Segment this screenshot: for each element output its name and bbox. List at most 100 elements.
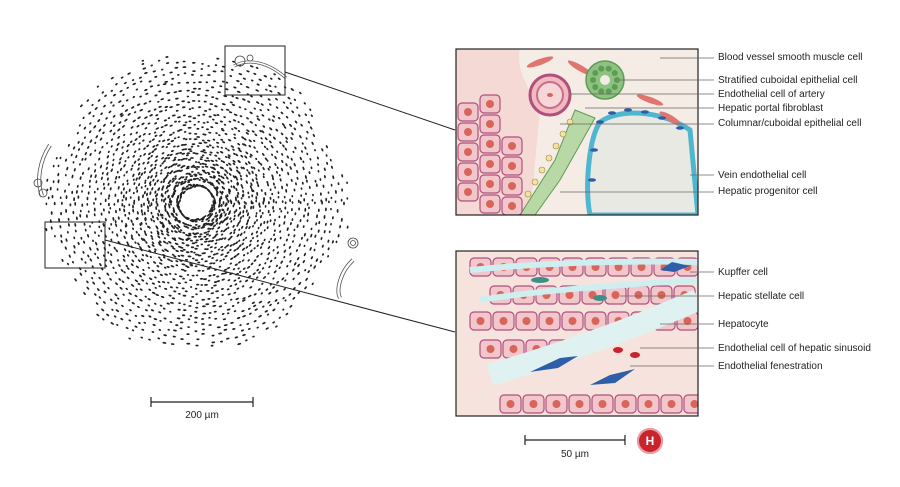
lobule-dot	[296, 169, 299, 174]
lobule-dot	[310, 114, 313, 117]
lobule-dot	[280, 167, 284, 172]
lobule-dot	[298, 114, 301, 117]
lobule-dot	[271, 153, 274, 156]
lobule-dot	[232, 204, 235, 208]
duct-nucleus	[605, 65, 612, 72]
lobule-dot	[199, 277, 204, 280]
lobule-dot	[132, 178, 135, 181]
lobule-dot	[179, 169, 183, 172]
lobule-dot	[211, 219, 214, 222]
lobule-dot	[235, 208, 238, 212]
lobule-dot	[185, 244, 190, 247]
lobule-dot	[293, 127, 297, 131]
lobule-dot	[204, 163, 207, 166]
lobule-dot	[194, 253, 199, 256]
lobule-dot	[281, 185, 284, 190]
progenitor-cell	[524, 190, 532, 198]
lobule-dot	[289, 166, 292, 170]
lobule-dot	[160, 68, 164, 71]
lobule-dot	[151, 241, 155, 245]
lobule-dot	[180, 191, 184, 195]
lobule-dot	[278, 266, 281, 270]
duct-nucleus	[598, 65, 605, 72]
lobule-dot	[189, 184, 193, 187]
lobule-dot	[187, 158, 192, 161]
lobule-dot	[218, 199, 221, 203]
lobule-dot	[229, 262, 233, 265]
lobule-dot	[271, 119, 275, 122]
lobule-dot	[251, 178, 254, 182]
lobule-dot	[140, 172, 144, 176]
lobule-dot	[261, 282, 264, 285]
lobule-dot	[243, 138, 247, 141]
lobule-dot	[149, 170, 152, 174]
lobule-dot	[46, 188, 49, 192]
lobule-dot	[215, 230, 219, 233]
lobule-dot	[141, 59, 145, 62]
lobule-dot	[110, 145, 113, 148]
lobule-dot	[189, 157, 194, 159]
lobule-dot	[170, 343, 175, 346]
lobule-dot	[140, 186, 143, 189]
lobule-dot	[245, 339, 248, 342]
lobule-dot	[134, 254, 138, 258]
lobule-dot	[127, 299, 131, 302]
lobule-dot	[273, 222, 276, 226]
lobule-dot	[241, 123, 245, 126]
lobule-dot	[103, 301, 106, 304]
lobule-dot	[304, 269, 307, 272]
lobule-dot	[236, 80, 240, 83]
lobule-dot	[250, 95, 253, 98]
lobule-dot	[145, 92, 149, 95]
lobule-dot	[223, 211, 226, 214]
lobule-dot	[255, 230, 258, 234]
lobule-dot	[145, 282, 149, 285]
lobule-dot	[259, 109, 262, 112]
lobule-dot	[170, 170, 174, 173]
lobule-dot	[210, 126, 214, 129]
lobule-dot	[188, 132, 192, 135]
lobule-dot	[257, 288, 261, 291]
lobule-dot	[254, 308, 258, 311]
lobule-dot	[199, 238, 204, 241]
lobule-dot	[227, 156, 231, 159]
lobule-dot	[96, 85, 100, 88]
lobule-dot	[185, 154, 189, 157]
lobule-dot	[279, 236, 282, 240]
lobule-dot	[108, 210, 111, 214]
lobule-dot	[236, 287, 240, 290]
vein-endothelial-nucleus	[590, 148, 598, 152]
lobule-dot	[132, 204, 134, 209]
hepatocyte-nucleus	[529, 400, 538, 408]
lobule-dot	[186, 226, 190, 229]
lobule-dot	[79, 209, 82, 213]
lobule-dot	[203, 235, 207, 238]
lobule-dot	[269, 140, 272, 144]
lobule-dot	[144, 232, 148, 236]
lobule-dot	[228, 162, 232, 166]
lobule-dot	[45, 202, 48, 206]
lobule-dot	[111, 163, 114, 167]
scalebar-right	[524, 435, 626, 445]
lobule-dot	[77, 140, 80, 144]
hepatocyte-nucleus	[506, 400, 515, 408]
hepatocyte-nucleus	[634, 291, 643, 299]
lobule-dot	[163, 266, 167, 269]
lobule-dot	[150, 164, 153, 167]
lobule-dot	[346, 197, 349, 200]
lobule-dot	[178, 128, 183, 131]
lobule-dot	[140, 209, 143, 214]
progenitor-cell	[559, 130, 567, 138]
lobule-dot	[253, 259, 257, 262]
lobule-dot	[247, 161, 251, 165]
lobule-dot	[132, 82, 136, 86]
lobule-dot	[114, 301, 118, 305]
lobule-dot	[214, 105, 218, 108]
lobule-dot	[228, 173, 232, 176]
lobule-dot	[214, 317, 218, 320]
lobule-dot	[304, 286, 307, 290]
lobule-dot	[110, 223, 113, 226]
lobule-dot	[72, 161, 75, 164]
hepatocyte-nucleus	[637, 263, 646, 271]
lobule-dot	[197, 254, 202, 257]
